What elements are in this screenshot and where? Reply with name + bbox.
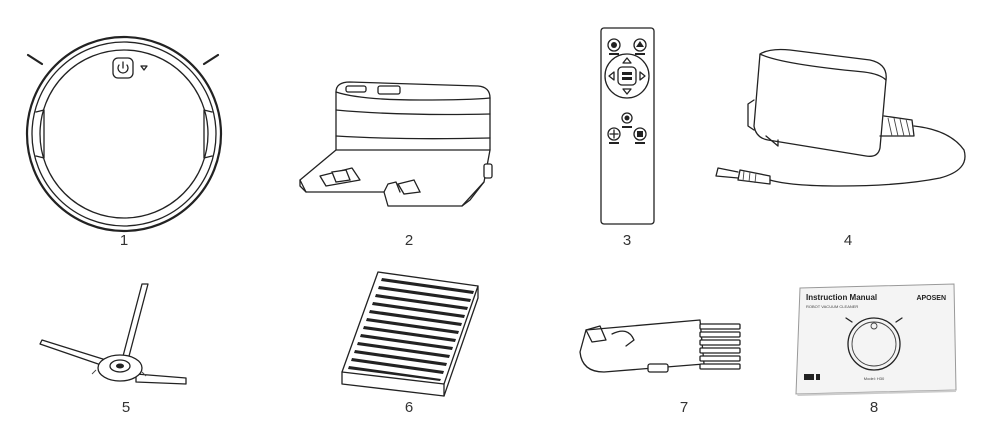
manual-subtitle: ROBOT VACUUM CLEANER [806,304,858,309]
side-brush-illustration [39,283,187,385]
item-number-5: 5 [122,399,130,416]
item-number-6: 6 [405,399,413,416]
robot-vacuum-illustration [25,35,223,233]
item-number-2: 2 [405,232,413,249]
instruction-manual-illustration [795,283,957,396]
power-adapter-illustration [715,48,966,187]
item-number-8: 8 [870,399,878,416]
filter-pleats [348,278,474,381]
brush-bristles [699,323,741,370]
item-number-3: 3 [623,232,631,249]
hepa-filter-illustration [341,271,479,397]
item-number-7: 7 [680,399,688,416]
cleaning-tool-illustration [579,319,741,373]
manual-brand: APOSEN [916,295,946,302]
remote-control-illustration [600,27,655,225]
manual-model: Model: H30 [864,376,885,381]
item-number-4: 4 [844,232,852,249]
manual-title: Instruction Manual [806,293,877,302]
item-number-1: 1 [120,232,128,249]
charging-dock-illustration [299,81,493,207]
